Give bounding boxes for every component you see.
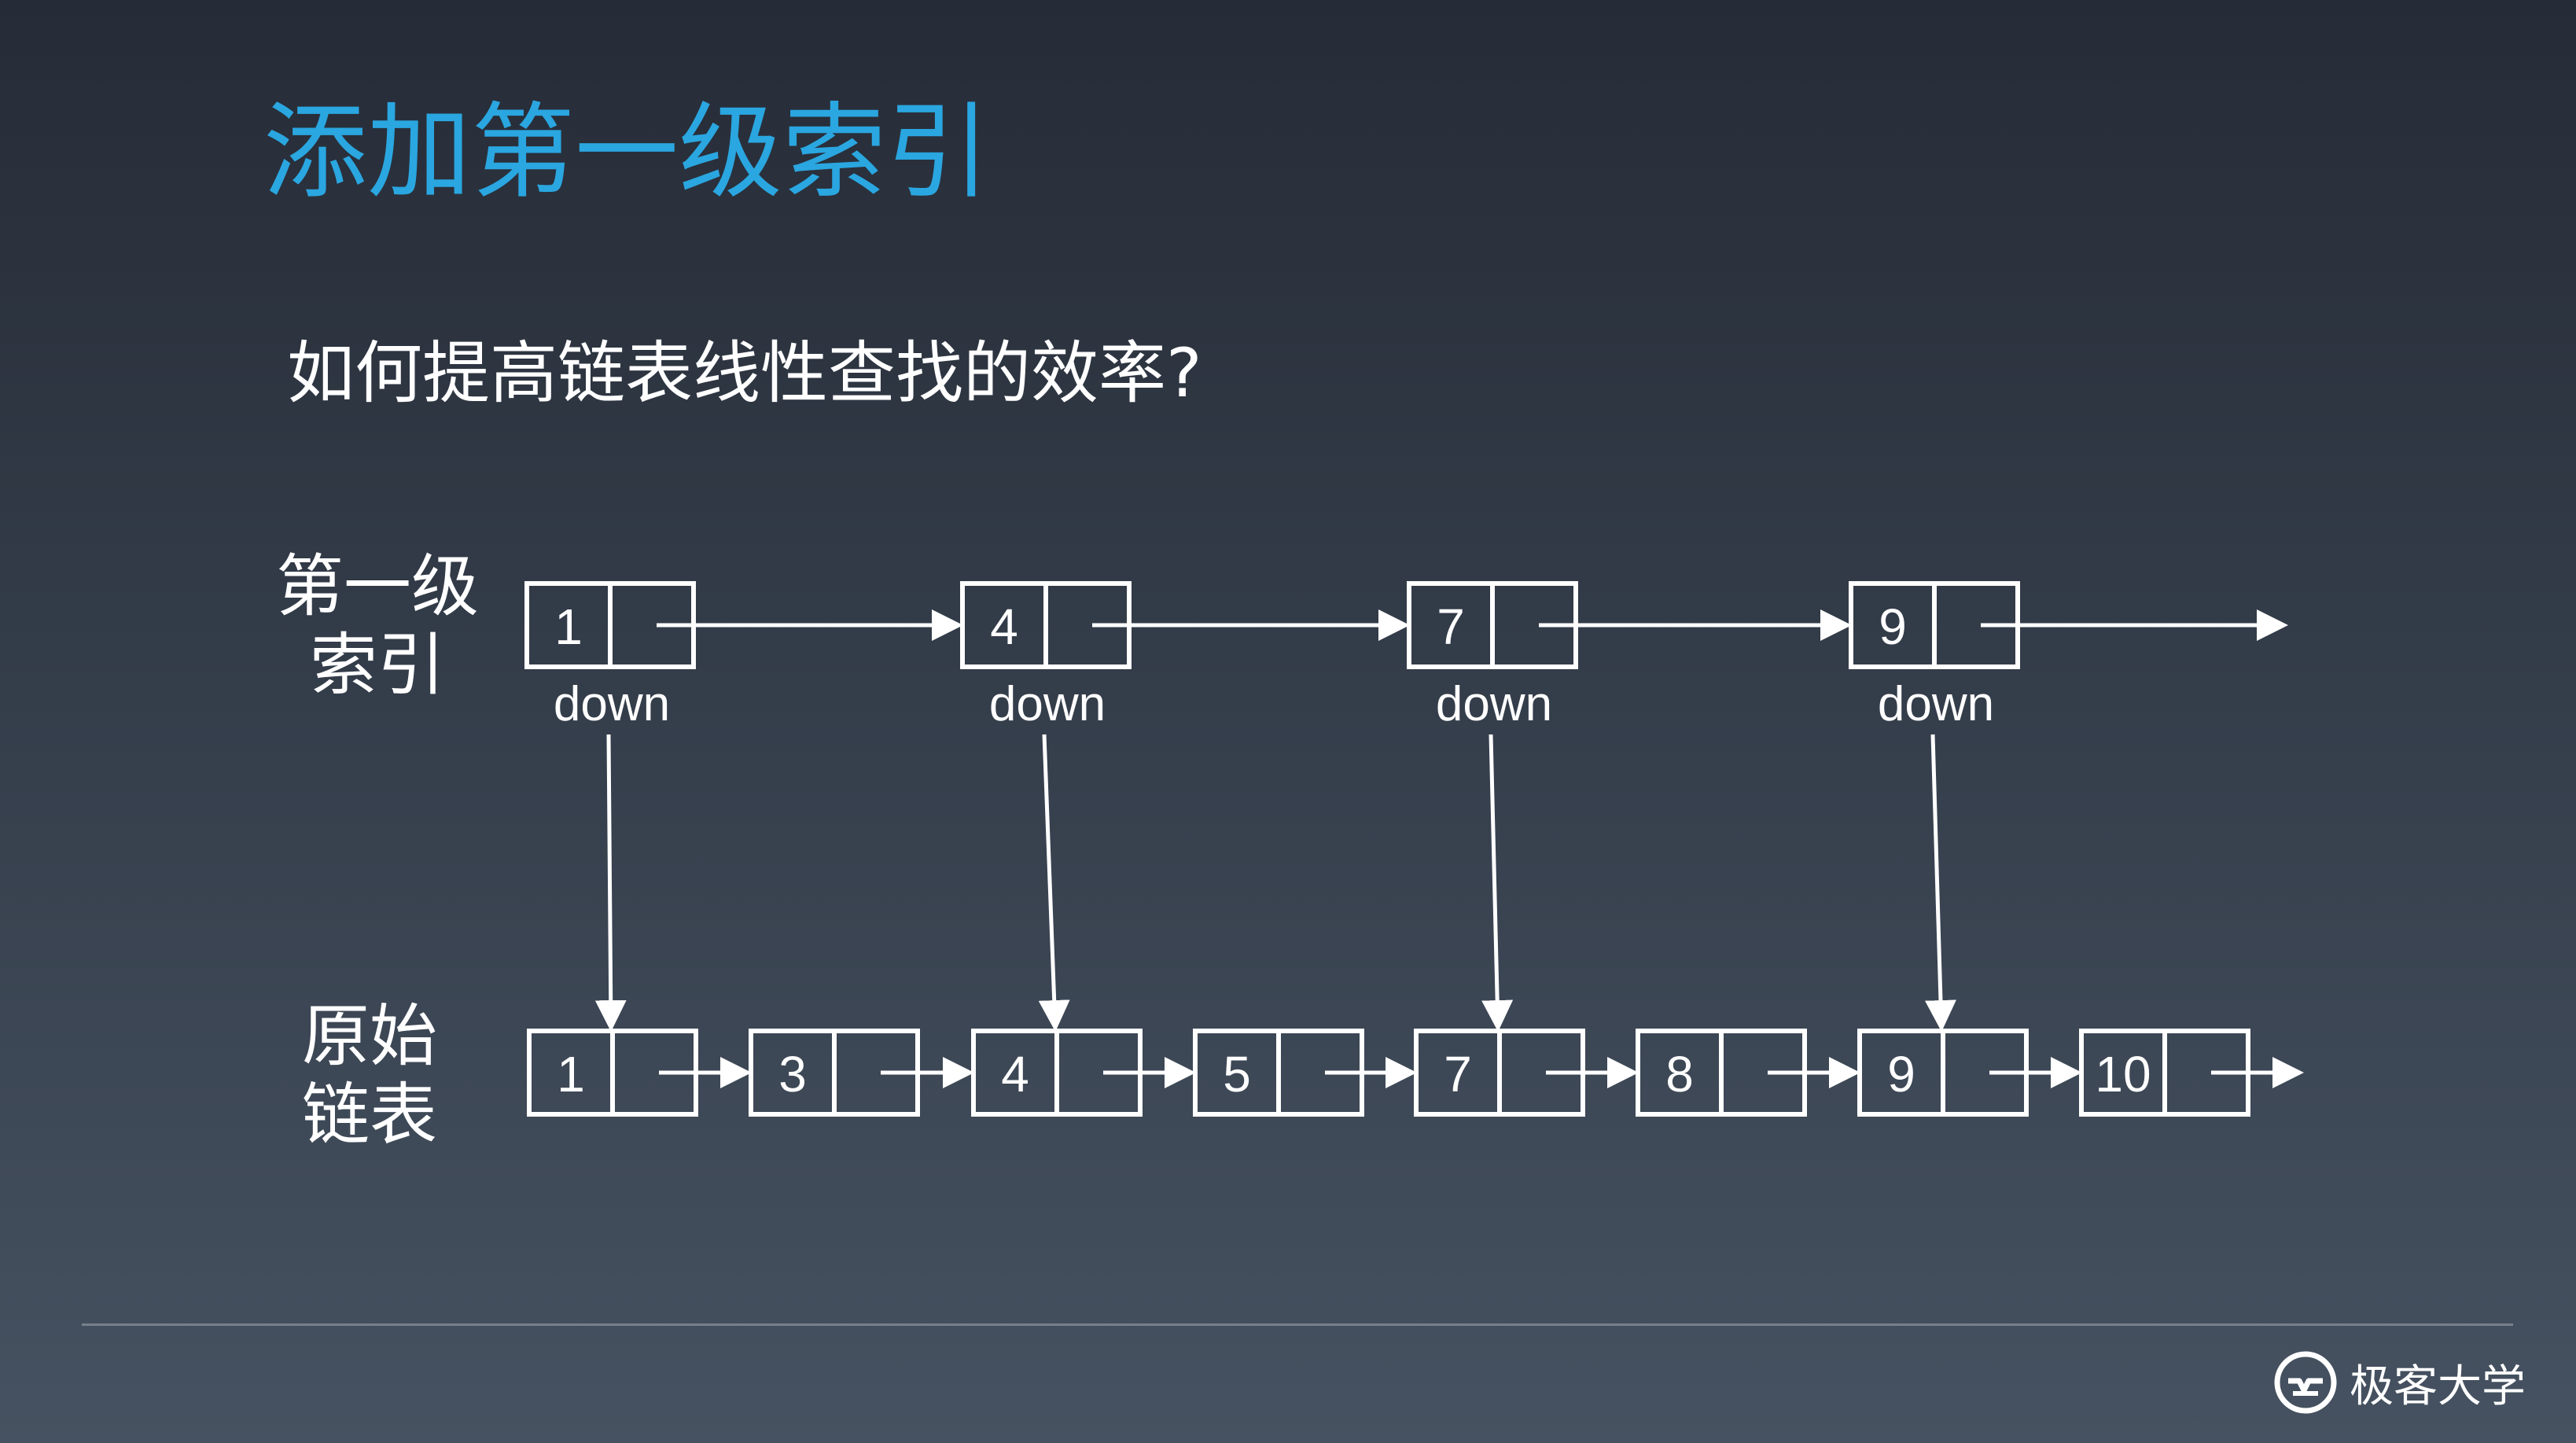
index-node-value: 7	[1437, 598, 1465, 655]
down-label: down	[554, 677, 670, 731]
base-node-value: 8	[1665, 1046, 1694, 1102]
base-node: 3	[749, 1029, 974, 1117]
base-row-label-line2: 链表	[302, 1076, 437, 1154]
index-node: 9	[1849, 581, 2288, 669]
down-label: down	[1436, 677, 1552, 731]
base-row-label: 原始 链表	[267, 997, 472, 1154]
footer-divider	[82, 1323, 2513, 1326]
slide-title: 添加第一级索引	[263, 92, 990, 213]
down-arrow	[1924, 734, 1956, 1032]
slide-question: 如何提高链表线性查找的效率?	[287, 334, 1202, 413]
base-node-value: 3	[778, 1046, 807, 1102]
base-node-value: 4	[1001, 1046, 1029, 1102]
base-node-value: 7	[1444, 1046, 1472, 1102]
index-row-label: 第一级 索引	[275, 547, 480, 705]
base-node-value: 9	[1887, 1046, 1915, 1102]
brand: 极客大学	[2272, 1343, 2526, 1422]
index-node: 4	[960, 581, 1410, 669]
base-row-label-line1: 原始	[302, 997, 437, 1076]
base-node-value: 1	[557, 1046, 585, 1102]
down-links: down down down down	[554, 677, 1994, 1032]
base-node: 10	[2079, 1029, 2304, 1117]
index-node-value: 1	[554, 598, 583, 655]
brand-name: 极客大学	[2350, 1360, 2526, 1412]
down-arrow	[1481, 734, 1514, 1032]
base-node-value: 10	[2095, 1046, 2151, 1102]
index-row-label-line1: 第一级	[276, 547, 479, 626]
base-node-value: 5	[1223, 1046, 1251, 1102]
down-arrow	[594, 734, 627, 1032]
index-node-value: 9	[1879, 598, 1907, 655]
geektime-logo-icon	[2274, 1351, 2337, 1414]
index-row: 1 4 7 9	[524, 581, 2288, 669]
base-row: 1 3 4 5 7 8 9 10	[527, 1029, 2304, 1117]
base-node: 5	[1193, 1029, 1417, 1117]
base-node: 7	[1414, 1029, 1639, 1117]
base-node: 1	[527, 1029, 752, 1117]
index-row-label-line2: 索引	[310, 626, 445, 705]
index-node: 1	[524, 581, 963, 669]
down-label: down	[1878, 677, 1994, 731]
index-node: 7	[1407, 581, 1852, 669]
base-node: 4	[971, 1029, 1196, 1117]
down-label: down	[989, 677, 1106, 731]
index-node-value: 4	[990, 598, 1018, 655]
base-node: 9	[1857, 1029, 2082, 1117]
base-node: 8	[1636, 1029, 1860, 1117]
down-arrow	[1038, 734, 1070, 1032]
